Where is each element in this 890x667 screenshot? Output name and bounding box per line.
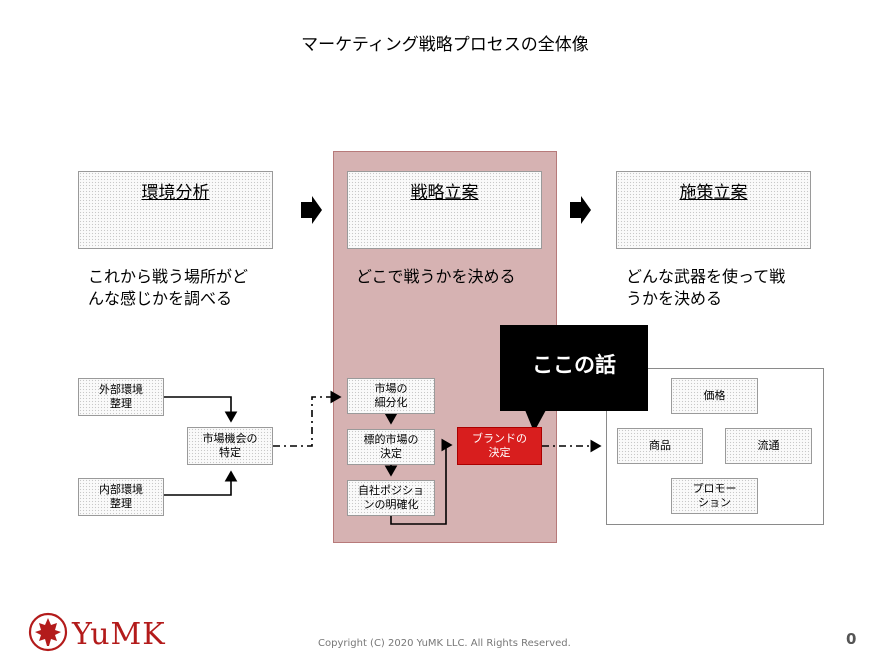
- stage-label-environment: 環境分析: [141, 183, 210, 203]
- node-positioning: 自社ポジショ ンの明確化: [347, 480, 435, 516]
- pos-to-brand: [390, 438, 453, 525]
- node-text: 決定: [488, 446, 511, 459]
- node-promotion: プロモー ション: [671, 478, 758, 514]
- node-text: 市場機会の: [202, 432, 258, 445]
- stage-box-environment: 環境分析: [78, 171, 273, 249]
- node-text: 商品: [649, 439, 671, 452]
- stage-label-strategy: 戦略立案: [410, 183, 479, 203]
- external-to-opportunity: [164, 396, 238, 423]
- page-number: 0: [846, 630, 857, 648]
- node-text: 流通: [757, 439, 780, 452]
- node-text: ブランドの: [472, 432, 527, 445]
- desc-line: どこで戦うかを決める: [356, 267, 516, 286]
- stage-label-tactics: 施策立案: [679, 183, 748, 203]
- desc-line: どんな武器を使って戦: [626, 267, 786, 286]
- node-text: 決定: [380, 447, 402, 460]
- desc-line: うかを決める: [626, 289, 723, 308]
- stage-arrow-2: [570, 196, 591, 224]
- node-targeting: 標的市場の 決定: [347, 429, 435, 465]
- stage-arrow-1: [301, 196, 322, 224]
- stage-box-strategy: 戦略立案: [347, 171, 542, 249]
- callout-bubble: ここの話: [500, 325, 648, 411]
- node-price: 価格: [671, 378, 758, 414]
- node-external-analysis: 外部環境 整理: [78, 378, 164, 416]
- callout-text: ここの話: [532, 353, 616, 377]
- stage-box-tactics: 施策立案: [616, 171, 811, 249]
- node-brand-decision: ブランドの 決定: [457, 427, 542, 465]
- node-segmentation: 市場の 細分化: [347, 378, 435, 414]
- callout-pointer: [525, 410, 546, 432]
- desc-line: んな感じかを調べる: [88, 289, 233, 308]
- opportunity-to-strategy: [273, 390, 342, 447]
- node-text: 整理: [110, 397, 132, 410]
- node-text: 市場の: [374, 382, 408, 395]
- stage-desc-strategy: どこで戦うかを決める: [356, 266, 556, 288]
- node-text: プロモー: [692, 482, 737, 495]
- node-text: 外部環境: [99, 383, 143, 396]
- node-text: 標的市場の: [363, 433, 419, 446]
- copyright: Copyright (C) 2020 YuMK LLC. All Rights …: [318, 638, 571, 649]
- node-product: 商品: [617, 428, 703, 464]
- company-logo: YuMK: [72, 617, 166, 652]
- node-internal-analysis: 内部環境 整理: [78, 478, 164, 516]
- node-text: 整理: [110, 497, 132, 510]
- node-market-opportunity: 市場機会の 特定: [187, 427, 273, 465]
- stage-desc-environment: これから戦う場所がど んな感じかを調べる: [88, 266, 288, 310]
- node-text: 自社ポジショ: [358, 484, 424, 497]
- desc-line: これから戦う場所がど: [88, 267, 249, 286]
- stage-desc-tactics: どんな武器を使って戦 うかを決める: [626, 266, 826, 310]
- node-text: 価格: [703, 389, 726, 402]
- node-text: ション: [698, 496, 731, 509]
- page-title: マーケティング戦略プロセスの全体像: [301, 35, 589, 55]
- node-text: 細分化: [374, 396, 408, 409]
- node-place: 流通: [725, 428, 812, 464]
- maple-leaf-icon: [28, 612, 68, 652]
- internal-to-opportunity: [164, 470, 238, 496]
- node-text: 特定: [219, 446, 241, 459]
- node-text: 内部環境: [99, 483, 143, 496]
- node-text: ンの明確化: [363, 498, 419, 511]
